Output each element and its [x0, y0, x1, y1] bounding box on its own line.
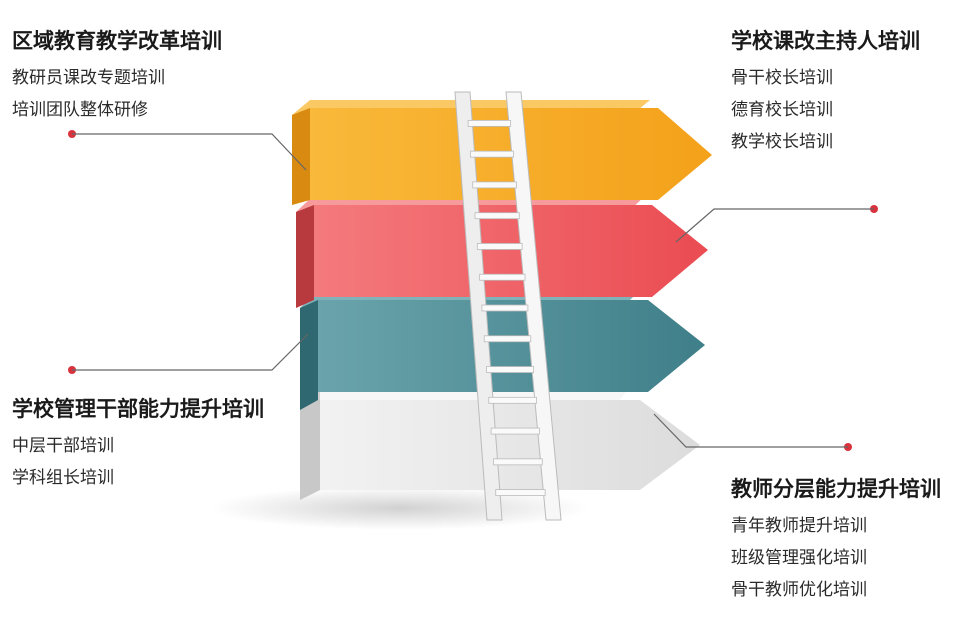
list-item: 教研员课改专题培训	[12, 68, 165, 88]
list-item: 学科组长培训	[12, 468, 114, 488]
heading-management-training: 学校管理干部能力提升培训	[12, 397, 264, 421]
connector-top-left	[68, 130, 307, 171]
connector-bottom-left	[68, 333, 309, 374]
ladder-rung	[486, 366, 535, 373]
ladder-rung	[476, 243, 523, 250]
text-block-bottom-left: 学校管理干部能力提升培训 中层干部培训 学科组长培训	[12, 394, 264, 494]
ladder-rung	[479, 273, 526, 281]
connector-line	[72, 333, 309, 371]
connector-line	[675, 208, 874, 243]
ladder-rung	[488, 396, 537, 404]
heading-teacher-training: 教师分层能力提升培训	[731, 477, 941, 501]
connector-line	[72, 133, 307, 171]
list-item: 班级管理强化培训	[731, 548, 867, 568]
ladder-rung	[483, 335, 532, 343]
heading-school-reform-host: 学校课改主持人培训	[731, 29, 920, 53]
ladder-rung	[470, 150, 514, 158]
ladder-rung	[467, 119, 512, 127]
text-block-top-right: 学校课改主持人培训 骨干校长培训 德育校长培训 教学校长培训	[731, 26, 920, 158]
ladder-rung	[493, 458, 543, 466]
list-item: 骨干教师优化培训	[731, 580, 867, 600]
list-item: 德育校长培训	[731, 100, 833, 120]
ladder-rung	[474, 212, 520, 220]
list-item: 培训团队整体研修	[12, 100, 148, 120]
list-item: 教学校长培训	[731, 132, 833, 152]
ladder-rung	[490, 427, 540, 435]
list-item: 青年教师提升培训	[731, 516, 867, 536]
ladder-rung	[495, 489, 546, 497]
text-block-top-left: 区域教育教学改革培训 教研员课改专题培训 培训团队整体研修	[12, 26, 222, 126]
ladder-rung	[481, 304, 529, 312]
connector-bottom-right	[653, 413, 852, 451]
list-item: 中层干部培训	[12, 436, 114, 456]
connector-top-right	[675, 205, 878, 243]
ladder-rung	[472, 181, 517, 189]
arrow-red	[296, 195, 708, 308]
text-block-bottom-right: 教师分层能力提升培训 青年教师提升培训 班级管理强化培训 骨干教师优化培训	[731, 474, 941, 606]
ladder	[454, 91, 562, 521]
list-item: 骨干校长培训	[731, 68, 833, 88]
heading-regional-reform: 区域教育教学改革培训	[12, 29, 222, 53]
connector-line	[653, 413, 848, 448]
